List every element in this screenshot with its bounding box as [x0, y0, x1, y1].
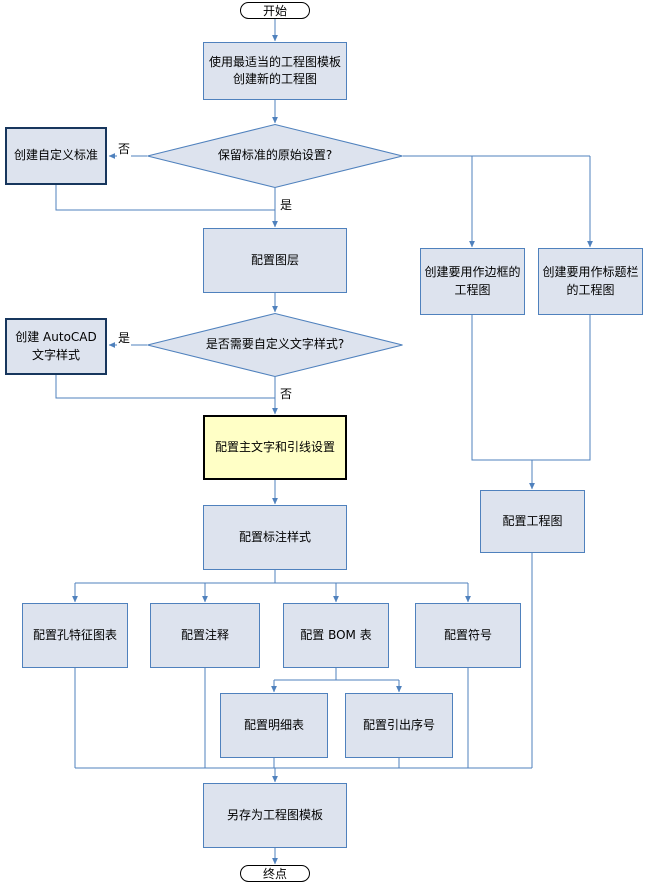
- node-configure-bom[interactable]: 配置 BOM 表: [283, 603, 389, 668]
- diamond-shape: [147, 313, 403, 377]
- node-label: 配置标注样式: [238, 529, 311, 544]
- node-end: 终点: [240, 865, 310, 882]
- connector: [471, 315, 532, 461]
- node-configure-layers[interactable]: 配置图层: [203, 228, 347, 293]
- node-label: 配置明细表: [243, 717, 304, 732]
- node-configure-balloons[interactable]: 配置引出序号: [345, 693, 453, 758]
- node-label: 是否需要自定义文字样式?: [205, 337, 345, 352]
- node-configure-annotations[interactable]: 配置注释: [150, 603, 260, 668]
- node-configure-dim-style[interactable]: 配置标注样式: [203, 505, 347, 570]
- node-label: 文字样式: [31, 347, 80, 362]
- edge-label-yes-2: 是: [117, 329, 132, 346]
- node-label: 保留标准的原始设置?: [217, 148, 333, 163]
- node-label: 配置图层: [250, 252, 299, 267]
- node-label: 配置引出序号: [362, 717, 435, 732]
- node-label: 创建要用作标题栏: [542, 265, 639, 280]
- node-label: 创建要用作边框的: [424, 265, 521, 280]
- diamond-shape: [147, 124, 403, 188]
- connector: [532, 315, 591, 461]
- node-need-text-style-decision[interactable]: 是否需要自定义文字样式?: [147, 313, 403, 377]
- node-label: 终点: [262, 866, 287, 881]
- node-label: 工程图: [454, 282, 491, 297]
- node-configure-hole-table[interactable]: 配置孔特征图表: [22, 603, 128, 668]
- node-label: 另存为工程图模板: [226, 807, 323, 822]
- node-create-titleblock-drawing[interactable]: 创建要用作标题栏 的工程图: [538, 248, 643, 315]
- node-create-autocad-text-style[interactable]: 创建 AutoCAD 文字样式: [5, 318, 107, 375]
- node-label: 配置 BOM 表: [300, 627, 372, 642]
- node-start: 开始: [240, 2, 310, 19]
- node-label: 开始: [262, 3, 287, 18]
- node-label: 创建新的工程图: [232, 72, 317, 86]
- node-label: 配置注释: [180, 627, 229, 642]
- node-label: 配置工程图: [502, 513, 563, 528]
- node-keep-standard-decision[interactable]: 保留标准的原始设置?: [147, 124, 403, 188]
- edge-label-no-2: 否: [279, 385, 294, 402]
- node-create-border-drawing[interactable]: 创建要用作边框的 工程图: [420, 248, 525, 315]
- node-configure-detail-table[interactable]: 配置明细表: [220, 693, 328, 758]
- edge-label-yes-1: 是: [279, 196, 294, 213]
- node-use-template[interactable]: 使用最适当的工程图模板 创建新的工程图: [203, 42, 347, 100]
- node-label: 创建 AutoCAD: [15, 330, 97, 345]
- connector: [55, 185, 275, 211]
- node-configure-symbols[interactable]: 配置符号: [415, 603, 521, 668]
- node-configure-main-text[interactable]: 配置主文字和引线设置: [203, 415, 347, 480]
- node-label: 创建自定义标准: [13, 148, 98, 163]
- node-label: 配置主文字和引线设置: [214, 439, 335, 454]
- node-save-as-template[interactable]: 另存为工程图模板: [203, 783, 347, 848]
- node-label: 的工程图: [566, 282, 615, 297]
- edge-label-no-1: 否: [117, 140, 132, 157]
- connector: [55, 375, 275, 399]
- node-label: 配置符号: [443, 627, 492, 642]
- node-configure-drawing[interactable]: 配置工程图: [480, 490, 585, 553]
- node-label: 配置孔特征图表: [32, 627, 117, 642]
- node-label: 使用最适当的工程图模板: [208, 54, 341, 69]
- node-create-custom-standard[interactable]: 创建自定义标准: [5, 127, 107, 185]
